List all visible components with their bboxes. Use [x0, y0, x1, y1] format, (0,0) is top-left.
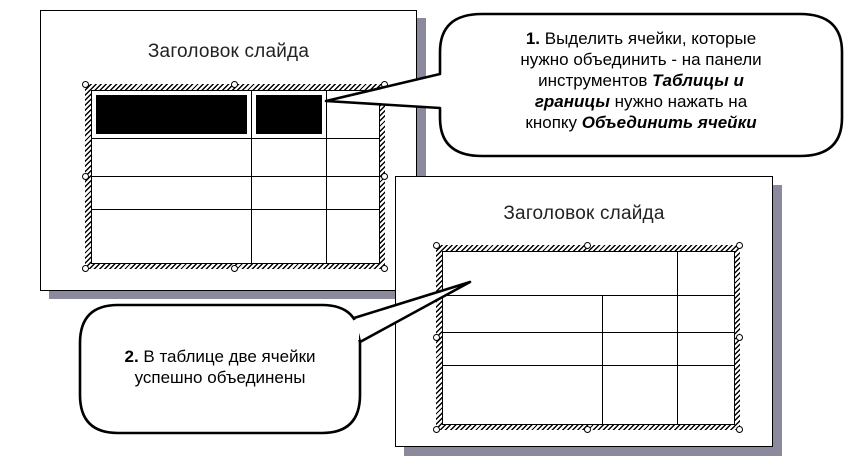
resize-handle[interactable]	[433, 426, 440, 433]
table-after-frame[interactable]	[433, 242, 743, 433]
table-after	[442, 251, 735, 425]
slide-after: Заголовок слайда	[395, 176, 773, 447]
slide-before-title: Заголовок слайда	[147, 41, 310, 62]
resize-handle[interactable]	[584, 242, 591, 249]
resize-handle[interactable]	[433, 334, 440, 341]
resize-handle[interactable]	[381, 173, 388, 180]
callout-1-bubble	[324, 12, 844, 158]
resize-handle[interactable]	[381, 265, 388, 272]
resize-handle[interactable]	[736, 334, 743, 341]
table-before-cell[interactable]	[326, 138, 380, 177]
table-before-cell[interactable]	[251, 176, 327, 210]
slide-after-title: Заголовок слайда	[503, 203, 665, 224]
table-before-cell[interactable]	[91, 209, 252, 264]
table-after-cell[interactable]	[442, 295, 603, 333]
table-before-cell[interactable]	[326, 209, 380, 264]
table-after-cell[interactable]	[442, 365, 603, 425]
table-before-cell[interactable]	[251, 209, 327, 264]
callout-2-text: 2. В таблице две ячейки успешно объедине…	[124, 347, 316, 387]
resize-handle[interactable]	[584, 426, 591, 433]
resize-handle[interactable]	[82, 173, 89, 180]
resize-handle[interactable]	[736, 242, 743, 249]
resize-handle[interactable]	[231, 81, 238, 88]
table-before-frame[interactable]	[82, 81, 388, 272]
table-after-cell[interactable]	[442, 332, 603, 366]
table-after-cell[interactable]	[677, 295, 735, 333]
table-before	[91, 90, 380, 264]
resize-handle[interactable]	[736, 426, 743, 433]
resize-handle[interactable]	[82, 265, 89, 272]
resize-handle[interactable]	[82, 81, 89, 88]
slide-before: Заголовок слайда	[40, 10, 417, 291]
table-after-cell[interactable]	[677, 365, 735, 425]
callout-2-tail	[352, 280, 472, 344]
callout-1-number: 1.	[525, 29, 541, 48]
callout-2-number: 2.	[124, 347, 139, 366]
resize-handle[interactable]	[433, 242, 440, 249]
callout-1-text: 1. Выделить ячейки, которые нужно объеди…	[520, 29, 762, 132]
resize-handle[interactable]	[231, 265, 238, 272]
table-after-cell[interactable]	[602, 365, 678, 425]
